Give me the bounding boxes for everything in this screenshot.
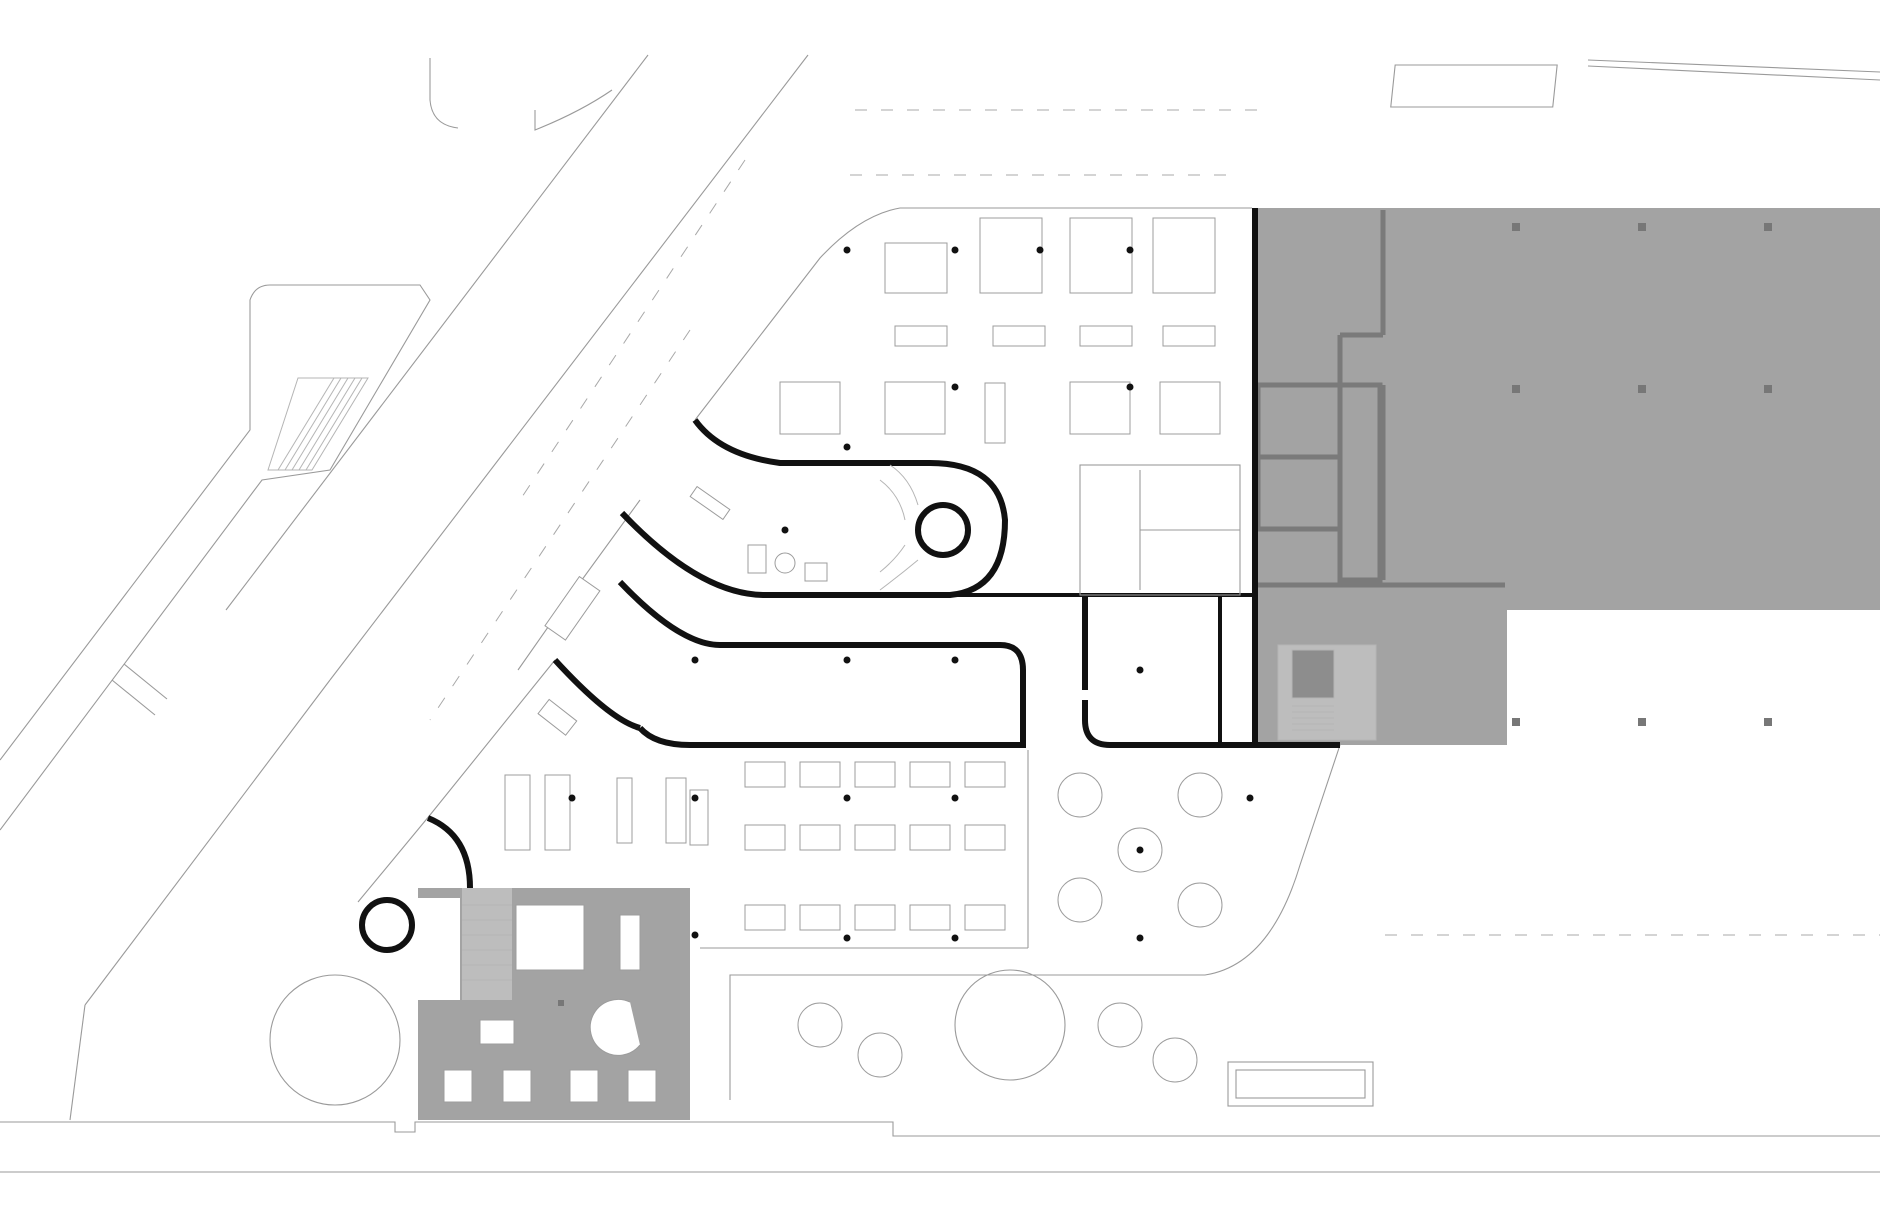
workshop-tables [504,575,1006,931]
existing-building-east [1255,208,1880,745]
workspace-desks [689,217,1221,582]
interior-walls [359,208,1340,953]
spiral-stair-icon [879,464,919,591]
existing-house-southwest [418,888,690,1120]
round-tables [797,772,1223,1083]
crosswalk-icon [267,377,369,471]
street-context [0,54,1880,1173]
structural-columns [568,246,1254,942]
glazing-facade [357,207,1374,1107]
tree-icon [269,969,1066,1106]
